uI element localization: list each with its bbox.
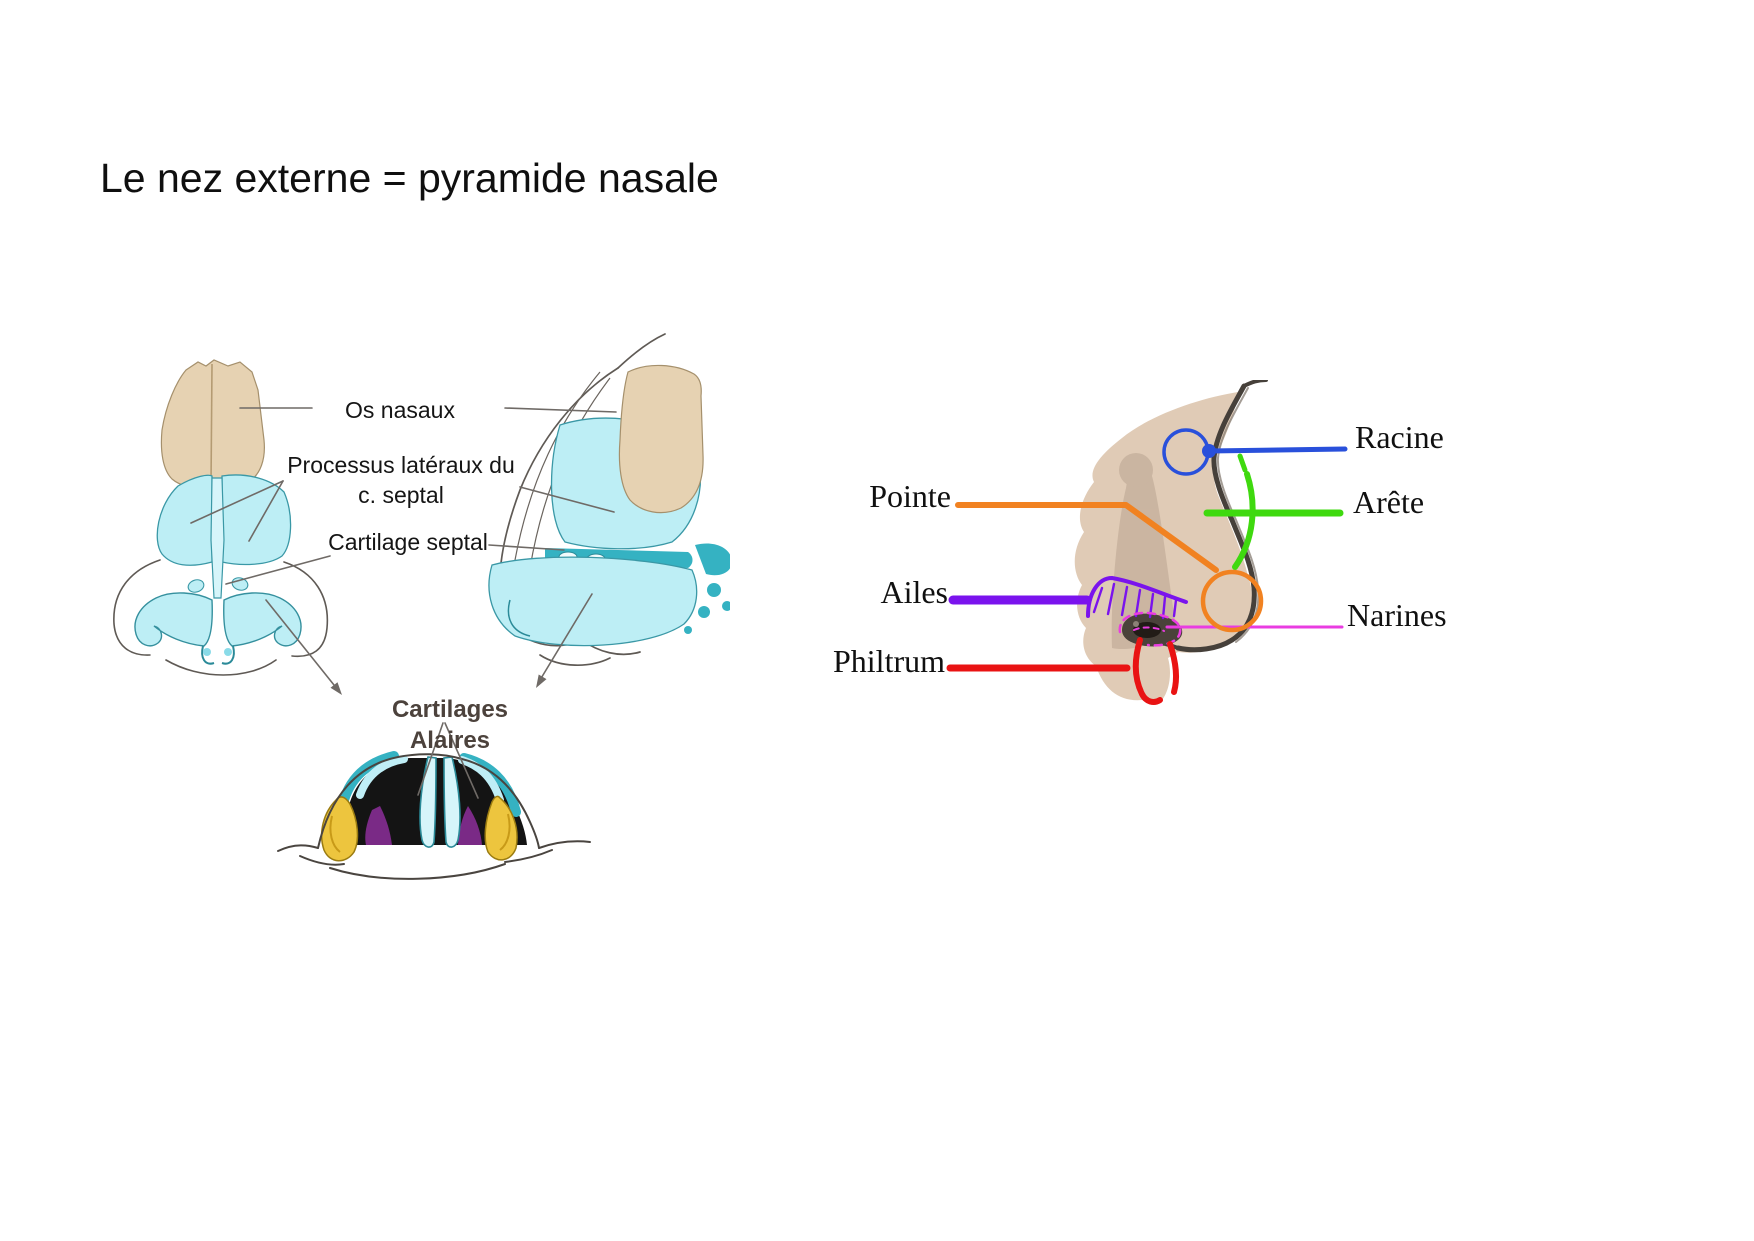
arete-marking (1203, 453, 1344, 570)
nasal-bone-midline (210, 363, 213, 487)
nasal-bone-side (618, 364, 704, 514)
bottom-view-nose (277, 751, 591, 880)
teal-splashes (684, 543, 730, 634)
label-racine: Racine (1355, 419, 1444, 455)
ala-wing-marking (1086, 575, 1188, 620)
arrowhead-side (536, 674, 547, 688)
label-cartilages-alaires: Cartilages Alaires (391, 696, 509, 755)
label-cartilage-septal: Cartilage septal (328, 529, 488, 555)
label-pointe: Pointe (869, 478, 951, 514)
line-os-nasaux-right (504, 407, 617, 413)
dome-cartilage-pale (356, 755, 504, 804)
septal-cartilage-strip (210, 477, 225, 599)
side-view-nose (488, 333, 730, 666)
line-alaires-from-side (539, 593, 593, 681)
yellow-inner-squiggles (329, 813, 511, 853)
arrowheads (330, 674, 547, 695)
line-processus-a (190, 480, 284, 524)
label-philtrum: Philtrum (832, 643, 945, 679)
alar-center-dots (203, 648, 232, 656)
accessory-cartilage-purple (365, 806, 482, 845)
alar-center-curls (201, 645, 235, 665)
pointe-marking (955, 502, 1264, 633)
arete-bridge-arc (1232, 471, 1256, 570)
label-os-nasaux: Os nasaux (345, 397, 455, 423)
label-processus-line2: c. septal (358, 481, 444, 508)
label-narines: Narines (1347, 597, 1447, 633)
alar-cartilage-side (488, 556, 698, 647)
arrowhead-front (330, 682, 342, 695)
caret-alaires-left (417, 722, 444, 796)
pointe-circle (1200, 569, 1264, 633)
pointe-leader-line (955, 502, 1219, 573)
arete-tick (1237, 453, 1248, 473)
label-processus-line1: Processus latéraux du (287, 452, 515, 478)
bottom-outline (277, 753, 591, 880)
nostril-highlight (1133, 621, 1139, 627)
racine-dot (1202, 444, 1216, 458)
racine-leader-line (1206, 446, 1348, 454)
nose-sketch-figure (946, 380, 1348, 705)
line-cartilage-septal-side (488, 544, 565, 551)
profile-outline-echo (1216, 387, 1260, 643)
ala-arc (1086, 575, 1188, 618)
philtrum-stroke-left (1132, 637, 1163, 705)
label-arete: Arête (1353, 484, 1425, 520)
top-flick-outline (1242, 380, 1268, 388)
cartilage-anatomy-figure (113, 333, 730, 880)
philtrum-marking (946, 637, 1180, 705)
philtrum-stroke-right (1167, 641, 1180, 695)
label-ailes: Ailes (880, 574, 948, 610)
line-processus-side (519, 486, 615, 513)
line-alaires-from-front (265, 599, 339, 691)
caret-alaires-right (444, 722, 479, 799)
line-cartilage-septal-front (225, 555, 331, 585)
narine-inner-dash (1133, 626, 1165, 632)
nostril-dark-core (1133, 622, 1161, 638)
label-lines (190, 407, 617, 799)
ala-hatch-lines (1092, 582, 1178, 620)
alar-cartilages-front (134, 592, 302, 647)
label-processus-lateraux: Processus latéraux du c. septal (276, 451, 526, 511)
tip-inner-curl (507, 599, 531, 637)
nasal-bone-front (160, 359, 265, 490)
page-title: Le nez externe = pyramide nasale (100, 155, 719, 201)
line-processus-b (248, 480, 284, 542)
